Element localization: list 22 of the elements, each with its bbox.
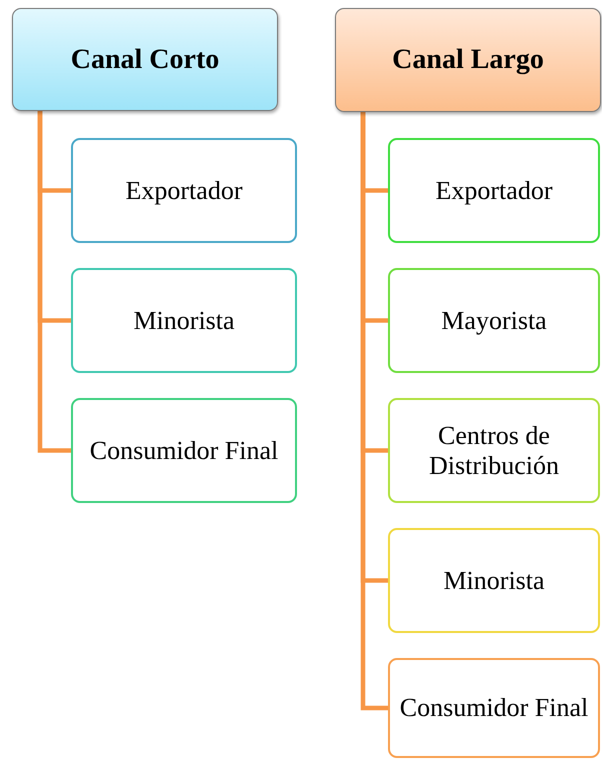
process-box xyxy=(71,398,297,503)
box-label: Canal Corto xyxy=(70,44,220,76)
connector-line xyxy=(38,111,71,453)
process-box xyxy=(388,658,600,758)
process-box xyxy=(71,268,297,373)
box-label: Exportador xyxy=(126,176,242,206)
box-label: Canal Largo xyxy=(392,44,544,76)
box-label: Mayorista xyxy=(441,306,547,336)
header-box xyxy=(12,8,278,111)
process-box xyxy=(388,268,600,373)
box-label: Exportador xyxy=(436,176,552,206)
process-box xyxy=(388,398,600,503)
box-label: Minorista xyxy=(443,566,545,596)
connector-line xyxy=(360,112,388,710)
process-box xyxy=(388,138,600,243)
process-box xyxy=(388,528,600,633)
box-label: Minorista xyxy=(133,306,235,336)
box-label: Consumidor Final xyxy=(400,693,588,723)
process-box xyxy=(71,138,297,243)
box-label: Consumidor Final xyxy=(90,436,278,466)
header-box xyxy=(335,8,601,112)
box-label: Centros de Distribución xyxy=(428,420,560,480)
